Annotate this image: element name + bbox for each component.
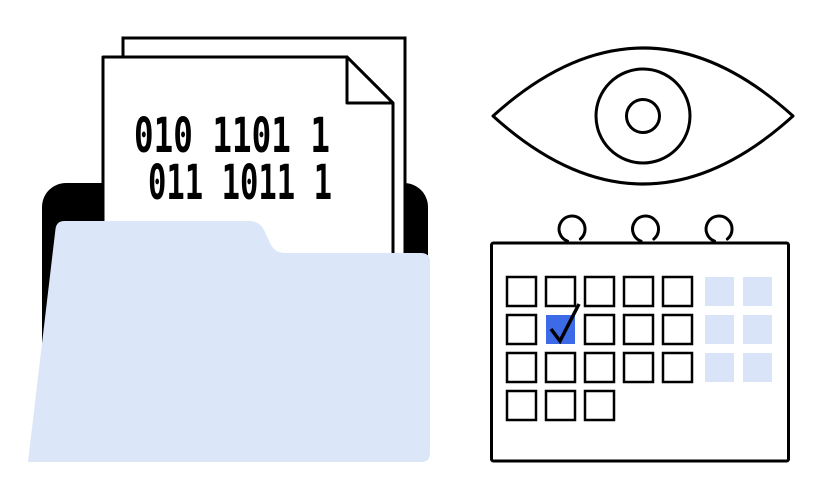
folder-front-panel	[28, 221, 430, 462]
calendar-cell	[544, 389, 577, 422]
calendar-cell	[622, 351, 655, 384]
calendar-cell	[661, 351, 694, 384]
calendar-cell	[505, 389, 538, 422]
calendar-cell	[505, 275, 538, 308]
binder-ring-icon	[631, 214, 661, 243]
binder-ring-icon	[704, 214, 734, 243]
calendar-cell-muted	[705, 277, 734, 306]
calendar-cell	[583, 275, 616, 308]
paper-fold-corner-icon	[345, 55, 395, 105]
calendar-cell-muted	[743, 353, 772, 382]
document-icon: 010 1101 1 011 1011 1	[101, 36, 407, 272]
calendar-cell-muted	[743, 277, 772, 306]
folder-icon: 010 1101 1 011 1011 1	[28, 36, 430, 462]
calendar-cell	[505, 351, 538, 384]
calendar-cell	[544, 351, 577, 384]
calendar-grid	[505, 275, 772, 422]
binary-text-line-1: 010 1101 1	[134, 108, 330, 164]
calendar-cell-muted	[705, 315, 734, 344]
calendar-cell-muted	[743, 315, 772, 344]
calendar-cell	[544, 275, 577, 308]
calendar-icon	[490, 214, 790, 463]
eye-icon	[491, 46, 795, 186]
calendar-cell	[622, 313, 655, 346]
calendar-cell	[583, 389, 616, 422]
calendar-cell	[661, 313, 694, 346]
calendar-cell	[583, 313, 616, 346]
checkmark-icon	[549, 303, 581, 345]
calendar-cell	[505, 313, 538, 346]
binary-text-line-2: 011 1011 1	[148, 155, 332, 211]
binder-ring-icon	[557, 214, 587, 243]
calendar-cell	[661, 275, 694, 308]
calendar-cell	[622, 275, 655, 308]
eye-pupil	[625, 98, 661, 134]
calendar-cell-muted	[705, 353, 734, 382]
calendar-cell	[583, 351, 616, 384]
